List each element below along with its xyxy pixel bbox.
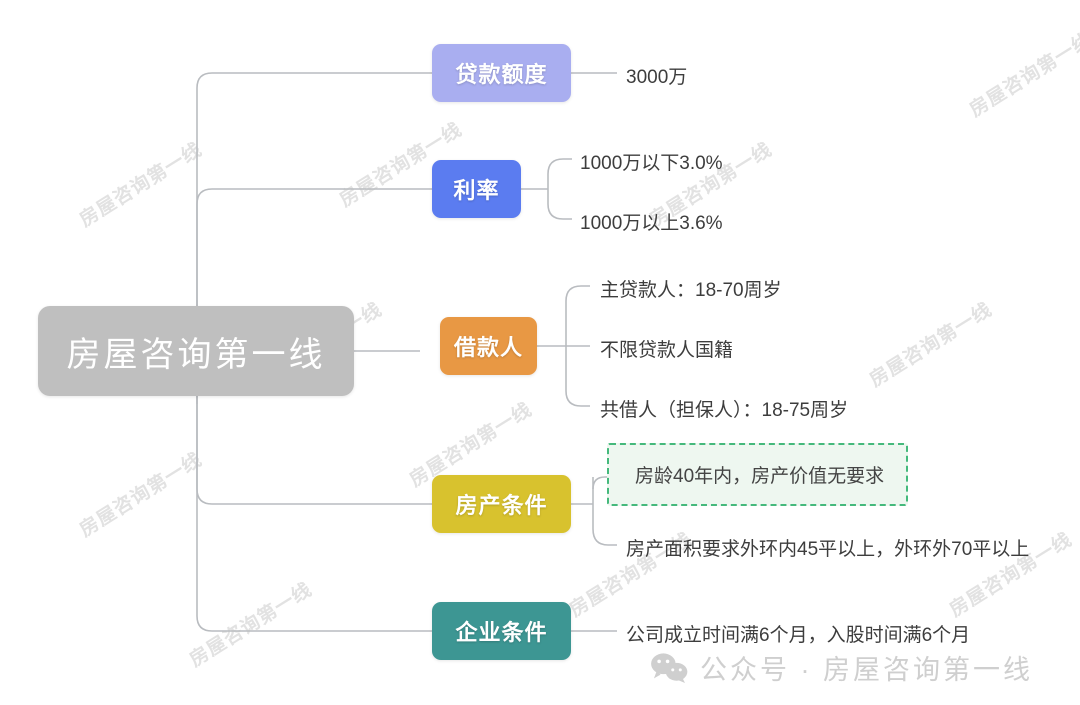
- branch-node-loan[interactable]: 贷款额度: [432, 44, 571, 102]
- connector-root-rate: [196, 188, 432, 351]
- wechat-icon: [651, 652, 688, 683]
- footer-attribution: 公众号 · 房屋咨询第一线: [650, 648, 1033, 687]
- branch-label-rate: 利率: [453, 178, 500, 203]
- leaf-property-0[interactable]: 房龄40年内，房产价值无要求: [607, 443, 909, 506]
- branch-node-borrower[interactable]: 借款人: [440, 317, 537, 375]
- connector-borrower-child-0: [565, 285, 590, 302]
- connector-root-loan: [196, 72, 432, 351]
- connector-rate-child-1: [547, 203, 572, 220]
- branch-node-property[interactable]: 房产条件: [432, 475, 571, 533]
- leaf-loan-0[interactable]: 3000万: [626, 67, 688, 88]
- leaf-borrower-2[interactable]: 共借人（担保人）：18-75周岁: [600, 400, 849, 421]
- connector-borrower-child-2: [565, 390, 590, 407]
- leaf-borrower-1[interactable]: 不限贷款人国籍: [600, 340, 734, 361]
- leaf-borrower-0[interactable]: 主贷款人：18-70周岁: [600, 280, 782, 301]
- root-node-label: 房屋咨询第一线: [66, 335, 326, 374]
- branch-label-borrower: 借款人: [453, 335, 523, 360]
- branch-node-company[interactable]: 企业条件: [432, 602, 571, 660]
- branch-label-loan: 贷款额度: [455, 62, 548, 87]
- leaf-company-0[interactable]: 公司成立时间满6个月，入股时间满6个月: [626, 625, 971, 646]
- leaf-rate-0[interactable]: 1000万以下3.0%: [580, 153, 723, 174]
- connector-root-company: [196, 351, 432, 632]
- branch-node-rate[interactable]: 利率: [432, 160, 521, 218]
- branch-label-property: 房产条件: [455, 493, 548, 518]
- leaf-property-1[interactable]: 房产面积要求外环内45平以上，外环外70平以上: [626, 539, 1030, 560]
- leaf-rate-1[interactable]: 1000万以上3.6%: [580, 213, 723, 234]
- branch-label-company: 企业条件: [455, 620, 548, 645]
- connector-property-child-1: [592, 528, 617, 546]
- root-node[interactable]: 房屋咨询第一线: [38, 306, 354, 396]
- connector-rate-child-0: [547, 158, 572, 175]
- footer-text: 公众号 · 房屋咨询第一线: [700, 655, 1033, 685]
